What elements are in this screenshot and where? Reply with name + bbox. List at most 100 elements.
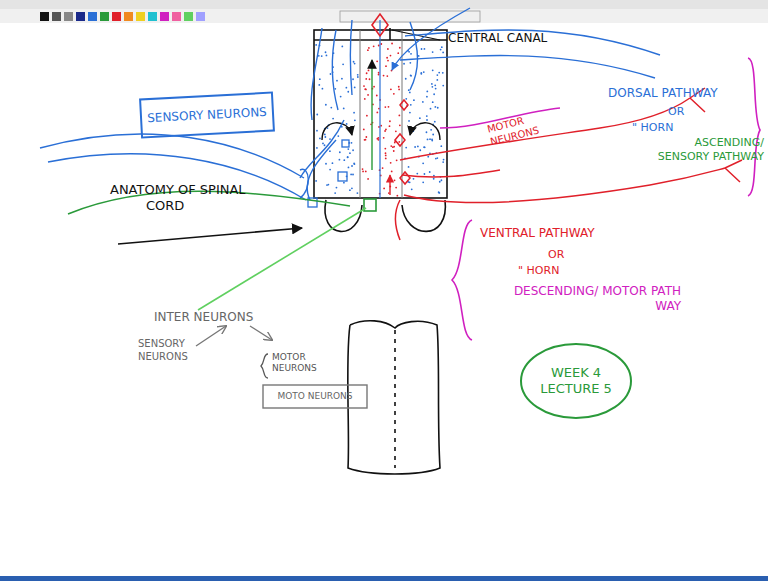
tissue-dot — [393, 150, 395, 152]
tissue-dot — [347, 148, 349, 150]
tissue-dot — [430, 108, 432, 110]
note-label: OR — [548, 248, 588, 262]
tissue-dot — [413, 99, 415, 101]
tissue-dot — [349, 152, 351, 154]
tissue-dot — [437, 107, 439, 109]
tissue-dot — [405, 147, 407, 149]
tissue-dot — [430, 129, 432, 131]
tissue-dot — [385, 65, 387, 67]
tissue-dot — [347, 156, 349, 158]
tissue-dot — [319, 138, 321, 140]
color-palette — [40, 11, 480, 22]
tissue-dot — [410, 53, 412, 55]
tissue-dot — [403, 63, 405, 65]
sensory-fibres — [40, 8, 660, 200]
note-label: CENTRAL CANAL — [448, 31, 578, 46]
tissue-dot — [326, 55, 328, 57]
interneuron-fibre — [68, 191, 376, 310]
tissue-dot — [378, 72, 380, 74]
tissue-dot — [376, 60, 378, 62]
cord-sketch — [348, 321, 440, 474]
tissue-dot — [385, 154, 387, 156]
tissue-dot — [409, 62, 411, 64]
tissue-dot — [349, 189, 351, 191]
tissue-dot — [432, 101, 434, 103]
neuron-cell-bodies — [308, 140, 349, 207]
tissue-dot — [389, 120, 391, 122]
tissue-dot — [356, 192, 358, 194]
tissue-dot — [316, 130, 318, 132]
tissue-dot — [376, 95, 378, 97]
tissue-dot — [384, 106, 386, 108]
tissue-dot — [342, 63, 344, 65]
tissue-dot — [324, 136, 326, 138]
tissue-dot — [364, 88, 366, 90]
title-arrow — [118, 228, 302, 244]
tissue-dot — [357, 76, 359, 78]
tissue-dot — [398, 86, 400, 88]
tissue-dot — [362, 171, 364, 173]
tissue-dot — [353, 112, 355, 114]
tissue-dot — [343, 107, 345, 109]
tissue-dot — [426, 115, 428, 117]
note-label: VENTRAL PATHWAY — [480, 226, 650, 241]
node-text: WEEK 4 LECTURE 5 — [524, 365, 628, 396]
tissue-dot — [388, 106, 390, 108]
circle-outline — [521, 344, 631, 418]
tissue-dot — [330, 73, 332, 75]
tissue-dot — [347, 156, 349, 158]
tissue-dot — [367, 49, 369, 51]
tissue-dot — [440, 179, 442, 181]
tissue-dot — [352, 174, 354, 176]
tissue-dot — [368, 69, 370, 71]
tissue-dot — [413, 178, 415, 180]
note-label: MOTOR NEURONS — [272, 352, 332, 375]
tissue-dot — [394, 142, 396, 144]
tissue-dot — [341, 78, 343, 80]
tissue-dot — [410, 75, 412, 77]
tissue-dot — [373, 45, 375, 47]
tissue-dot — [397, 52, 399, 54]
tissue-dot — [422, 181, 424, 183]
tissue-dot — [438, 72, 440, 74]
tissue-dot — [433, 93, 435, 95]
tissue-dot — [332, 118, 334, 120]
tissue-dot — [326, 184, 328, 186]
tissue-dot — [383, 75, 385, 77]
tissue-dot — [442, 161, 444, 163]
tissue-dot — [337, 135, 339, 137]
tissue-dot — [365, 136, 367, 138]
tissue-dot — [351, 142, 353, 144]
tissue-dot — [414, 146, 416, 148]
tissue-dot — [435, 88, 437, 90]
tissue-dot — [376, 138, 378, 140]
node-text: MOTO NEURONS — [277, 391, 352, 402]
tissue-dot — [366, 115, 368, 117]
tissue-dot — [365, 78, 367, 80]
tissue-dot — [325, 163, 327, 165]
tissue-dot — [340, 96, 342, 98]
tissue-dot — [378, 74, 380, 76]
tissue-dot — [373, 86, 375, 88]
tissue-dot — [431, 83, 433, 85]
note-arrows — [196, 326, 272, 378]
tissue-dot — [383, 137, 385, 139]
tissue-dot — [380, 43, 382, 45]
tissue-dot — [408, 120, 410, 122]
tissue-dot — [383, 188, 385, 190]
tissue-dot — [426, 96, 428, 98]
tissue-dot — [427, 138, 429, 140]
tissue-dot — [315, 180, 317, 182]
tissue-dot — [364, 98, 366, 100]
menu-bar — [0, 0, 768, 9]
tissue-dot — [387, 48, 389, 50]
tissue-dot — [353, 61, 355, 63]
tissue-dot — [365, 171, 367, 173]
tissue-dot — [422, 162, 424, 164]
tissue-dot — [440, 145, 442, 147]
tissue-dot — [351, 187, 353, 189]
tissue-dot — [350, 174, 352, 176]
tissue-dot — [345, 87, 347, 89]
tissue-dot — [334, 88, 336, 90]
tissue-dot — [384, 130, 386, 132]
